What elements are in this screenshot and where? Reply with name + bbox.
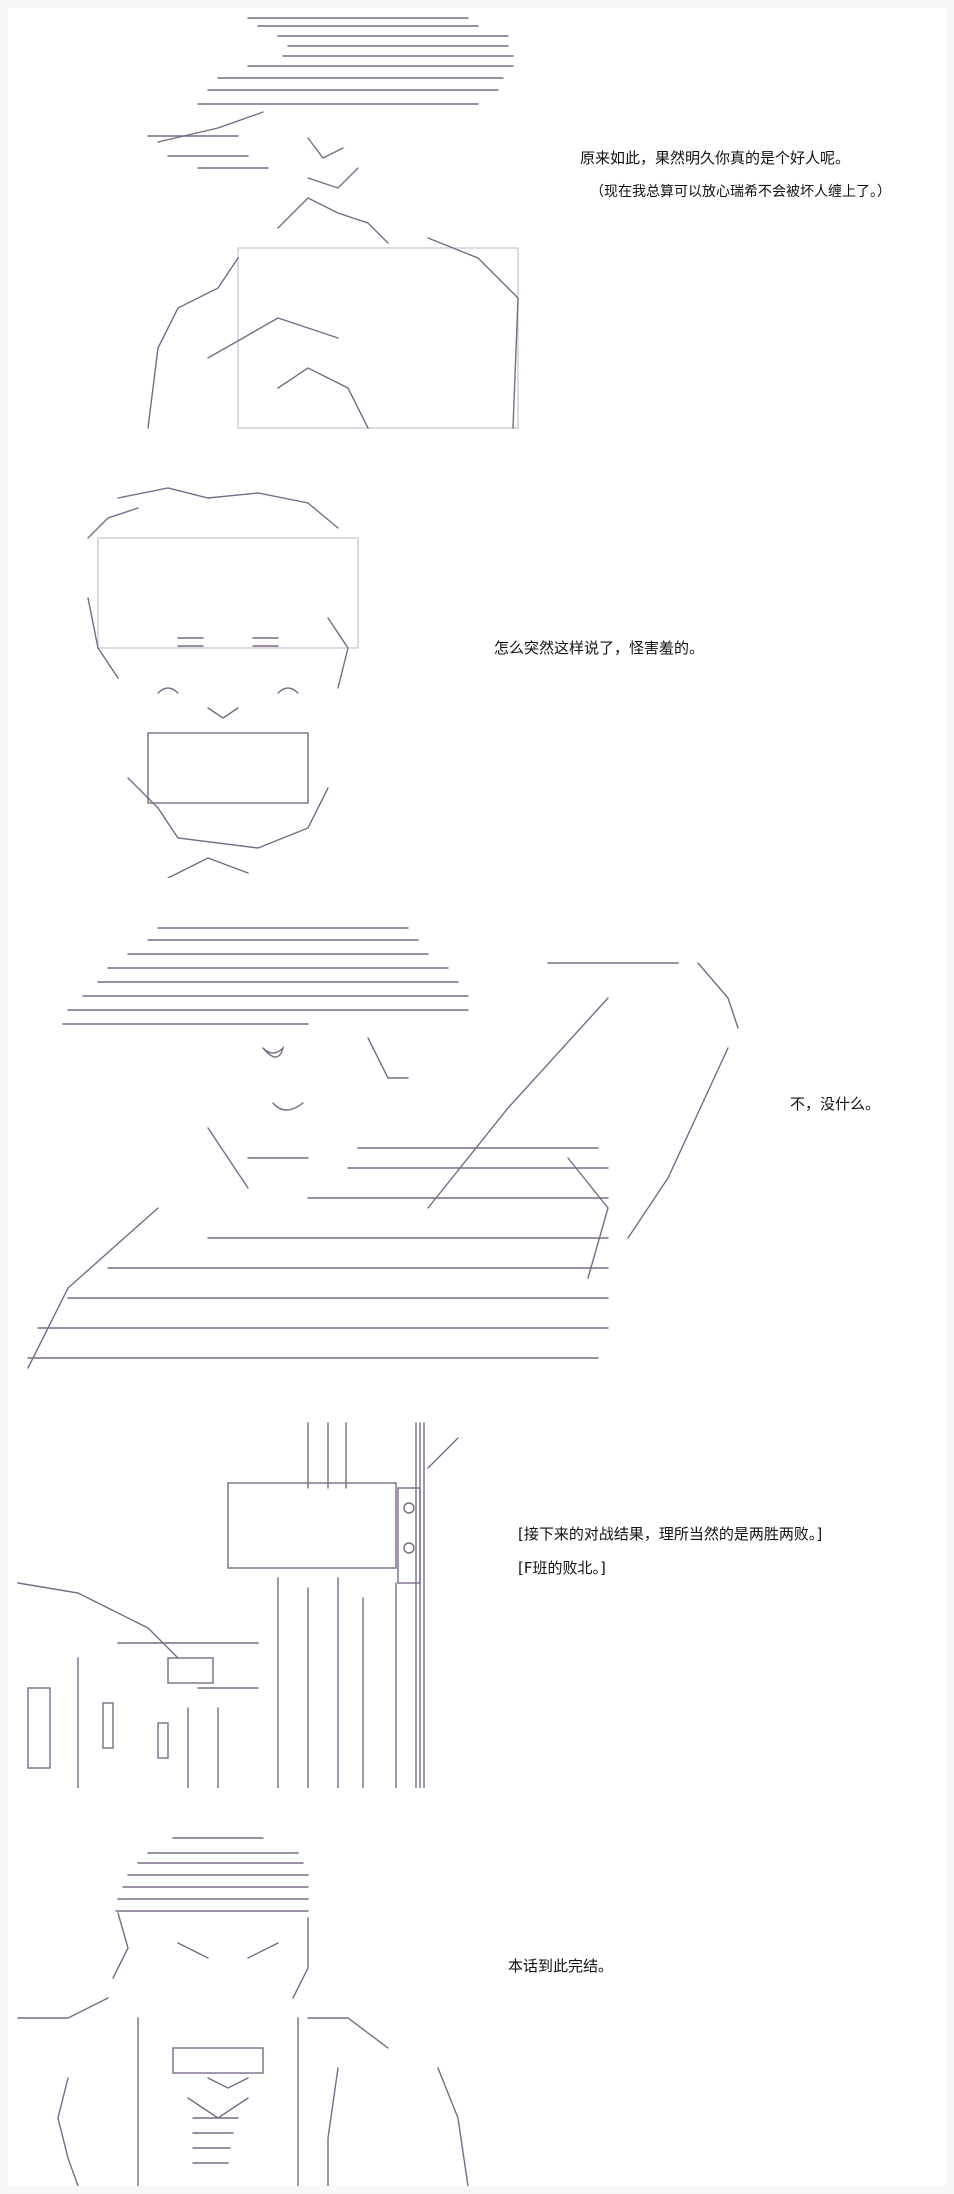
character-art-windswept <box>147 17 519 429</box>
dialogue-line: 怎么突然这样说了，怪害羞的。 <box>494 639 705 657</box>
dialogue-aside: （现在我总算可以放心瑞希不会被坏人缠上了。） <box>590 184 891 200</box>
panel-3: 不，没什么。 <box>8 908 946 1388</box>
character-art-blushing <box>87 487 359 878</box>
narration-line: [接下来的对战结果，理所当然的是两胜两败。] <box>518 1525 823 1543</box>
narration-line: 本话到此完结。 <box>508 1957 614 1975</box>
character-art-ending <box>17 1837 469 2186</box>
panel-5: 本话到此完结。 <box>8 1818 946 2186</box>
character-art-looking-away <box>27 927 739 1369</box>
dialogue-line: 原来如此，果然明久你真的是个好人呢。 <box>580 149 851 167</box>
school-building-scene <box>17 1422 459 1788</box>
panel-4: [接下来的对战结果，理所当然的是两胜两败。] [F班的败北。] <box>8 1418 946 1798</box>
panel-1: 原来如此，果然明久你真的是个好人呢。 （现在我总算可以放心瑞希不会被坏人缠上了。… <box>8 8 946 448</box>
comic-page: 原来如此，果然明久你真的是个好人呢。 （现在我总算可以放心瑞希不会被坏人缠上了。… <box>8 8 946 2186</box>
panel-2: 怎么突然这样说了，怪害羞的。 <box>8 478 946 898</box>
narration-line: [F班的败北。] <box>518 1559 606 1577</box>
dialogue-line: 不，没什么。 <box>790 1095 881 1113</box>
